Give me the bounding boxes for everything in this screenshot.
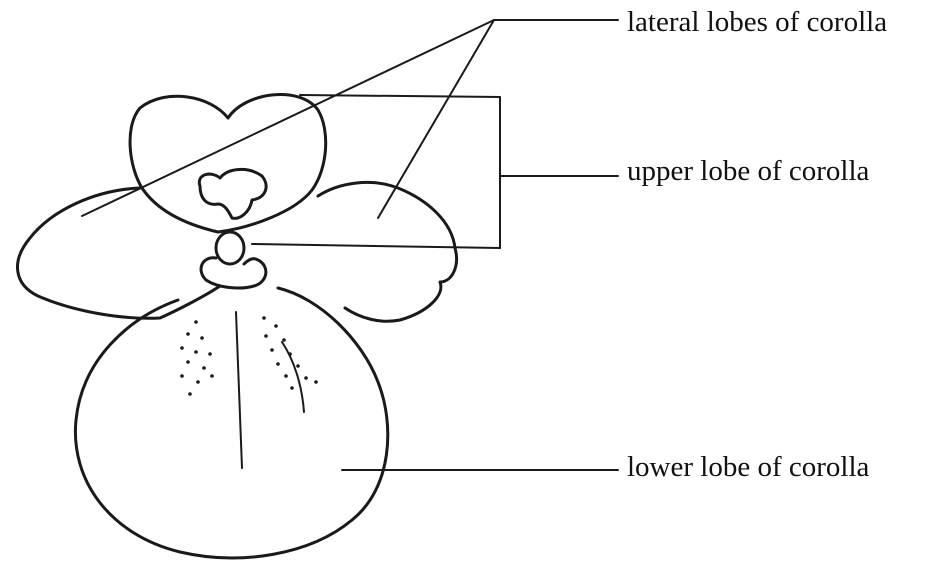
leader-lateral-to-left-lobe [82,20,494,216]
leader-lateral-to-right-lobe [378,20,494,218]
throat-spot [199,169,266,218]
bracket-top [300,95,500,97]
label-lateral-lobes: lateral lobes of corolla [627,8,887,37]
column-top [216,232,244,264]
label-lower-lobe: lower lobe of corolla [627,453,869,482]
left-stipple-dots [180,320,214,396]
label-upper-lobe: upper lobe of corolla [627,157,869,186]
left-lateral-lobe-outline [18,188,220,318]
right-stipple-dots [262,316,318,390]
bracket-bottom [252,244,500,248]
lower-lobe-midline [236,312,242,468]
lower-lobe-outline [75,288,387,558]
